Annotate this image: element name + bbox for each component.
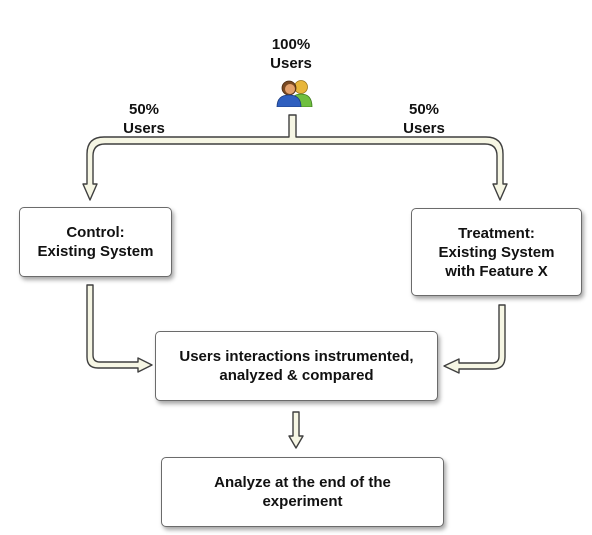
- total-users-text: Users: [270, 55, 312, 72]
- control-split-percent: 50%: [128, 101, 160, 118]
- control-split-label: 50% Users: [108, 100, 180, 138]
- total-users-percent: 100%: [271, 36, 311, 53]
- analyze-box: Analyze at the end of the experiment: [161, 457, 444, 527]
- treatment-box: Treatment: Existing System with Feature …: [411, 208, 582, 296]
- compare-line1: Users interactions instrumented,: [179, 348, 414, 365]
- treatment-line3: with Feature X: [445, 262, 548, 280]
- analyze-line1: Analyze at the end of the: [214, 474, 391, 491]
- total-users-label: 100% Users: [255, 35, 327, 73]
- treatment-to-compare-arrow: [443, 304, 506, 374]
- compare-to-analyze-arrow: [288, 411, 304, 449]
- control-to-compare-arrow: [86, 284, 153, 373]
- control-title: Control:: [66, 224, 125, 241]
- control-split-text: Users: [123, 120, 165, 137]
- split-connector: [82, 114, 508, 201]
- control-box: Control: Existing System: [19, 207, 172, 277]
- treatment-split-percent: 50%: [408, 101, 440, 118]
- control-subtitle: Existing System: [37, 243, 154, 260]
- treatment-title: Treatment:: [458, 224, 535, 242]
- compare-line2: analyzed & compared: [219, 367, 374, 384]
- treatment-line2: Existing System: [438, 243, 555, 261]
- treatment-split-label: 50% Users: [388, 100, 460, 138]
- users-icon: [276, 80, 313, 107]
- compare-box: Users interactions instrumented, analyze…: [155, 331, 438, 401]
- treatment-split-text: Users: [403, 120, 445, 137]
- analyze-line2: experiment: [262, 493, 343, 510]
